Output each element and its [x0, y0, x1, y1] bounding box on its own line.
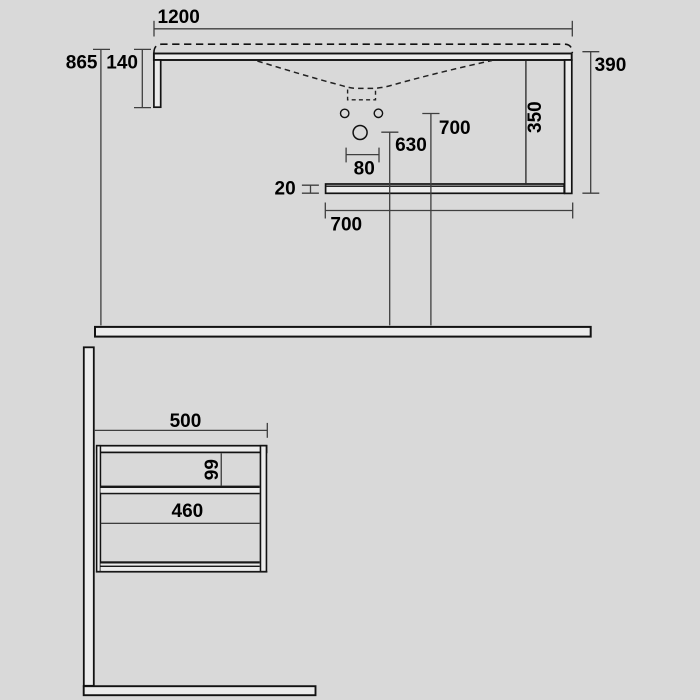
- svg-text:460: 460: [172, 501, 204, 522]
- svg-text:700: 700: [439, 118, 471, 139]
- svg-text:140: 140: [106, 53, 138, 74]
- svg-text:390: 390: [595, 55, 627, 76]
- svg-text:865: 865: [66, 53, 98, 74]
- svg-text:20: 20: [275, 179, 296, 200]
- svg-text:99: 99: [202, 459, 223, 480]
- svg-text:80: 80: [354, 159, 375, 180]
- svg-text:350: 350: [525, 101, 546, 133]
- svg-text:1200: 1200: [158, 7, 200, 28]
- svg-text:630: 630: [395, 135, 427, 156]
- svg-text:700: 700: [330, 215, 362, 236]
- svg-text:500: 500: [170, 411, 202, 432]
